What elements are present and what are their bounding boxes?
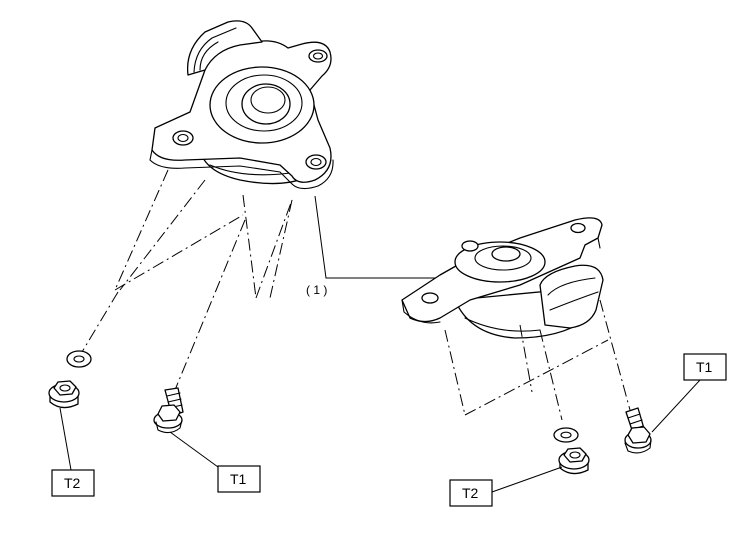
right-t1-box <box>683 353 727 381</box>
left-flange-nut <box>48 380 80 409</box>
left-flange-bolt <box>153 387 184 434</box>
left-t1-box <box>217 465 261 493</box>
right-t2-box <box>449 479 493 507</box>
left-washer <box>66 350 92 368</box>
right-flange-bolt <box>624 407 652 454</box>
left-t1-leader <box>169 431 219 468</box>
right-t2-label: T2 <box>462 485 479 501</box>
right-t1-label: T1 <box>696 359 713 375</box>
left-t1-label: T1 <box>230 471 247 487</box>
left-engine-mount <box>149 20 334 190</box>
left-t2-leader <box>59 407 72 471</box>
left-projection-lines <box>81 169 293 391</box>
left-t2-box <box>51 469 95 497</box>
ref-1-leader-left <box>314 195 440 279</box>
right-engine-mount <box>401 217 604 339</box>
right-t2-leader <box>491 466 563 493</box>
left-t2-label: T2 <box>64 475 81 491</box>
right-flange-nut <box>558 447 590 475</box>
ref-1-label: ( 1 ) <box>306 283 327 297</box>
right-washer <box>553 427 579 443</box>
right-projection-lines <box>444 299 631 421</box>
right-t1-leader <box>651 379 701 433</box>
